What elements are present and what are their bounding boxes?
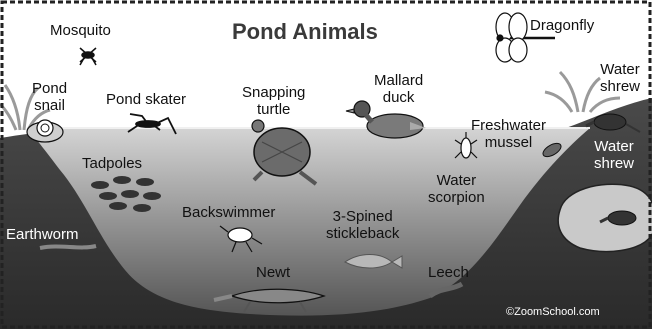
label-three-spined-stickleback: 3-Spined stickleback: [326, 208, 399, 242]
label-pond-snail: Pond snail: [32, 80, 67, 114]
earthworm-icon: [40, 246, 96, 248]
label-freshwater-mussel: Freshwater mussel: [471, 117, 546, 151]
label-water-shrew-top: Water shrew: [600, 61, 640, 95]
label-snapping-turtle: Snapping turtle: [242, 84, 305, 118]
label-leech: Leech: [428, 264, 469, 281]
label-newt: Newt: [256, 264, 290, 281]
label-water-shrew-right: Water shrew: [594, 138, 634, 172]
label-backswimmer: Backswimmer: [182, 204, 275, 221]
credit-text: ©ZoomSchool.com: [506, 306, 600, 319]
label-water-scorpion: Water scorpion: [428, 172, 485, 206]
label-dragonfly: Dragonfly: [530, 17, 594, 34]
page-title: Pond Animals: [232, 20, 378, 44]
label-mosquito: Mosquito: [50, 22, 111, 39]
label-mallard-duck: Mallard duck: [374, 72, 423, 106]
label-tadpoles: Tadpoles: [82, 155, 142, 172]
label-pond-skater: Pond skater: [106, 91, 186, 108]
label-earthworm: Earthworm: [6, 226, 79, 243]
